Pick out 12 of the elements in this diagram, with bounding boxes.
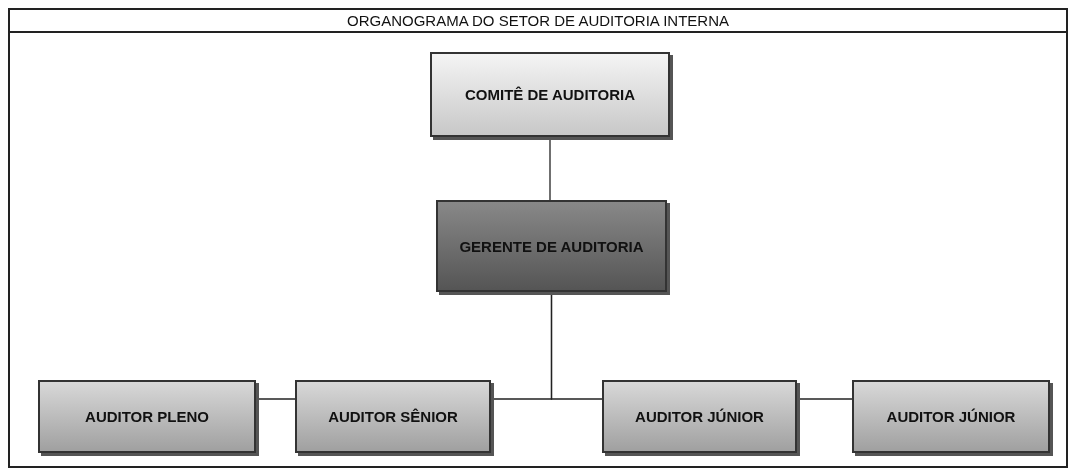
org-box [38, 380, 256, 453]
role-label: AUDITOR JÚNIOR [886, 408, 1016, 425]
org-box [602, 380, 797, 453]
role-label: COMITÊ DE AUDITORIA [465, 86, 635, 103]
org-box [436, 200, 667, 292]
role-label: AUDITOR JÚNIOR [635, 408, 764, 425]
role-label: AUDITOR PLENO [85, 408, 209, 425]
role-label: GERENTE DE AUDITORIA [459, 237, 644, 255]
org-box [430, 52, 670, 137]
org-box [852, 380, 1050, 453]
role-label: AUDITOR SÊNIOR [328, 408, 458, 425]
org-box [295, 380, 491, 453]
